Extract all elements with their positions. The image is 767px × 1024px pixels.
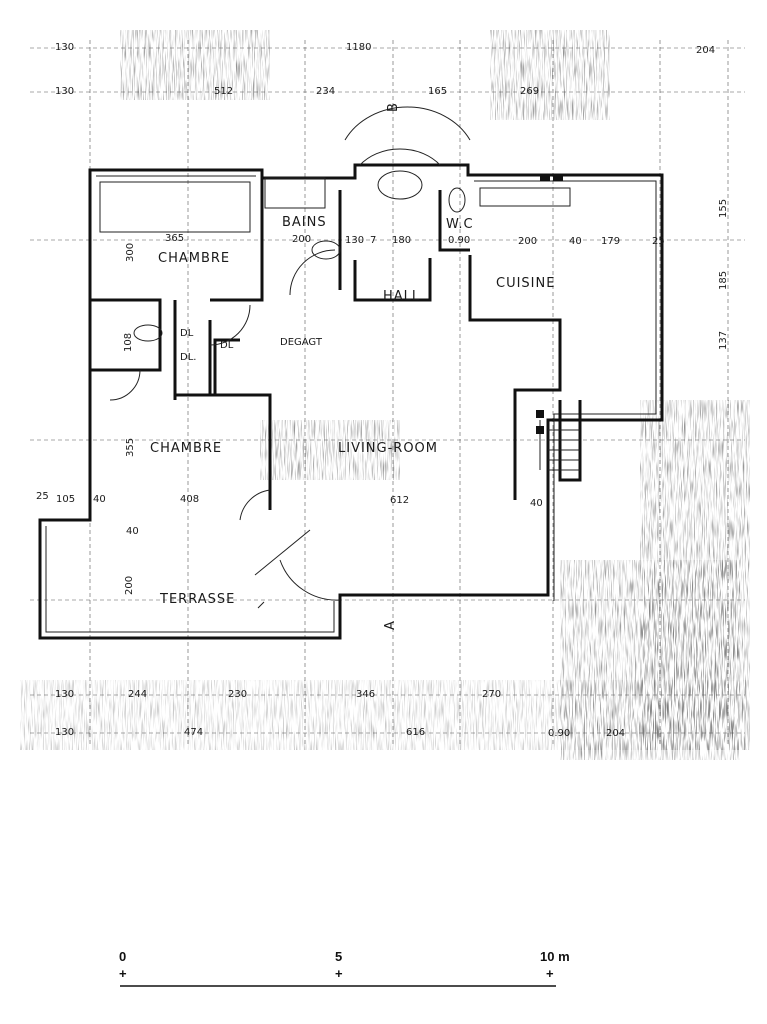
scale-label-zero: 0 [119,949,126,964]
dim-label: 130 [345,235,364,246]
dim-label: 0.90 [548,728,570,739]
dim-label: 200 [124,576,135,595]
dim-label: 7 [370,235,376,246]
dim-label: 204 [606,728,625,739]
dim-label: 0.90 [448,235,470,246]
dim-label: 244 [128,689,147,700]
scale-tick-ten: + [546,966,554,981]
dim-label: 105 [56,494,75,505]
room-label-dl-3: DL [220,340,234,351]
dim-label: 40 [126,526,139,537]
dim-label: 25 [652,236,665,247]
dim-label: 512 [214,86,233,97]
room-label-cuisine: CUISINE [496,276,555,291]
dim-label: 130 [55,727,74,738]
section-mark-b: B [386,102,401,112]
dim-label: 180 [392,235,411,246]
scale-tick-five: + [335,966,343,981]
dim-label: 155 [718,199,729,218]
dim-label: 130 [55,86,74,97]
dim-label: 40 [569,236,582,247]
room-label-wc: W.C [446,217,474,232]
room-label-dl-1: DL [180,328,194,339]
dim-label: 408 [180,494,199,505]
room-label-living: LIVING-ROOM [338,441,438,456]
room-label-bains: BAINS [282,215,327,230]
dim-label: 130 [55,689,74,700]
scale-tick-zero: + [119,966,127,981]
scale-label-ten: 10 m [540,949,570,964]
dim-label: 137 [718,331,729,350]
dim-label: 25 [36,491,49,502]
scale-label-five: 5 [335,949,342,964]
dim-label: 179 [601,236,620,247]
room-label-chambre-upper: CHAMBRE [158,251,230,266]
dim-label: 355 [125,438,136,457]
dimensions-bottom: 130 244 230 346 270 130 474 616 0.90 204 [55,689,625,739]
dim-label: 108 [123,333,134,352]
dim-label: 474 [184,727,203,738]
dimensions-interior: 365 300 200 130 7 180 0.90 200 40 179 25… [36,233,665,595]
dim-label: 200 [518,236,537,247]
dimensions-top: 130 1180 204 130 512 234 165 269 [55,42,715,97]
section-mark-a: A [383,620,398,630]
room-label-degagement: DEGAGT [280,337,323,348]
room-label-chambre-lower: CHAMBRE [150,441,222,456]
room-label-terrasse: TERRASSE [159,592,235,607]
dim-label: 165 [428,86,447,97]
dim-label: 185 [718,271,729,290]
dimensions-right: 155 185 137 [718,199,729,350]
dim-label: 230 [228,689,247,700]
dim-label: 300 [125,243,136,262]
dim-label: 40 [530,498,543,509]
scan-noise [20,30,750,760]
dim-label: 270 [482,689,501,700]
dim-label: 616 [406,727,425,738]
dim-label: 612 [390,495,409,506]
room-label-dl-2: DL. [180,352,196,363]
dim-label: 200 [292,234,311,245]
walls [38,106,664,640]
dim-label: 130 [55,42,74,53]
dim-label: 234 [316,86,335,97]
scale-bar: 0 5 10 m + + + [119,949,570,987]
dim-label: 365 [165,233,184,244]
dim-label: 40 [93,494,106,505]
dim-label: 346 [356,689,375,700]
dim-label: 204 [696,45,715,56]
room-label-hall: HALL [383,289,420,304]
dim-label: 1180 [346,42,371,53]
dim-label: 269 [520,86,539,97]
